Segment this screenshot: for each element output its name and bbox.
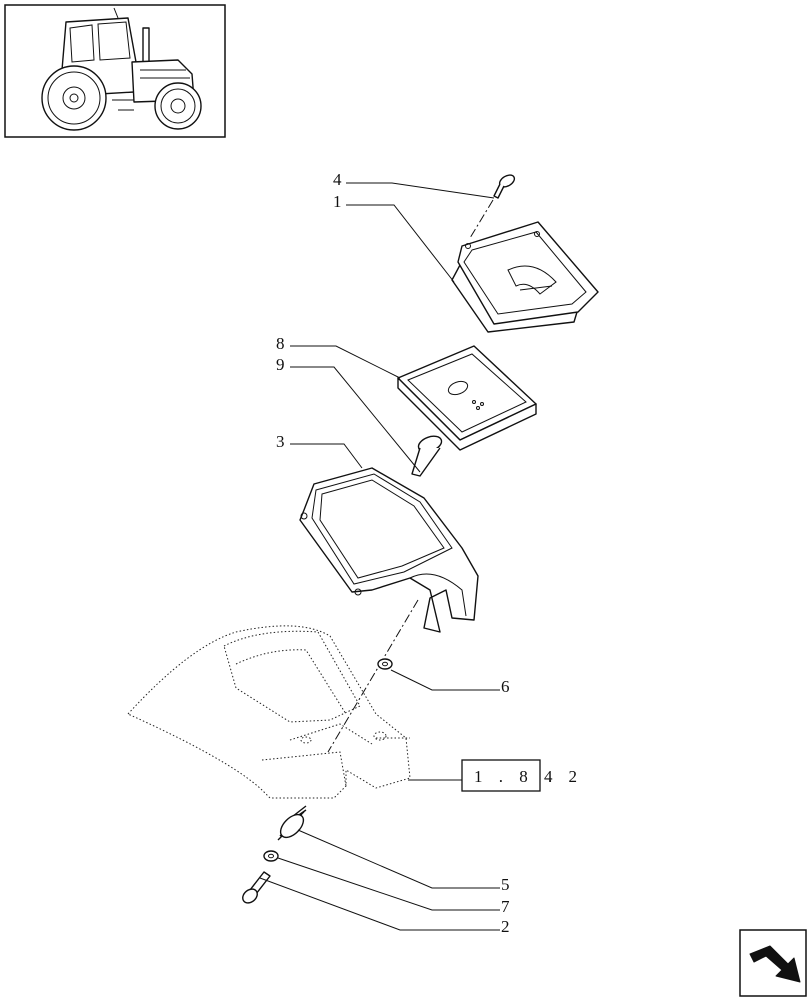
tractor-thumbnail-icon [4, 4, 226, 138]
reference-box[interactable] [461, 759, 541, 792]
part-frame-3 [299, 467, 479, 633]
part-bolt-2 [242, 871, 271, 904]
reference-suffix-text: . 2 [548, 767, 583, 786]
part-knob-9 [411, 435, 443, 477]
part-plate-8 [397, 345, 537, 451]
reference-boxed-text: 1 . 8 4 [474, 767, 559, 786]
part-cover-1 [451, 221, 599, 333]
callout-3: 3 [276, 432, 285, 451]
callout-7: 7 [501, 897, 510, 916]
callout-4: 4 [333, 170, 342, 189]
reference-link[interactable]: 1 . 8 4 . 2 [461, 759, 583, 792]
next-page-arrow-icon[interactable] [739, 929, 807, 997]
part-screw-4 [469, 174, 516, 239]
callout-2: 2 [501, 917, 510, 936]
callout-8: 8 [276, 334, 285, 353]
part-spring-5 [277, 805, 307, 841]
callout-5: 5 [501, 875, 510, 894]
leader-lines [259, 182, 500, 931]
part-washer-7 [263, 850, 279, 862]
callout-1: 1 [333, 192, 342, 211]
part-washer-6 [377, 658, 393, 670]
callout-6: 6 [501, 677, 510, 696]
callout-9: 9 [276, 355, 285, 374]
console-housing-reference [127, 625, 411, 799]
